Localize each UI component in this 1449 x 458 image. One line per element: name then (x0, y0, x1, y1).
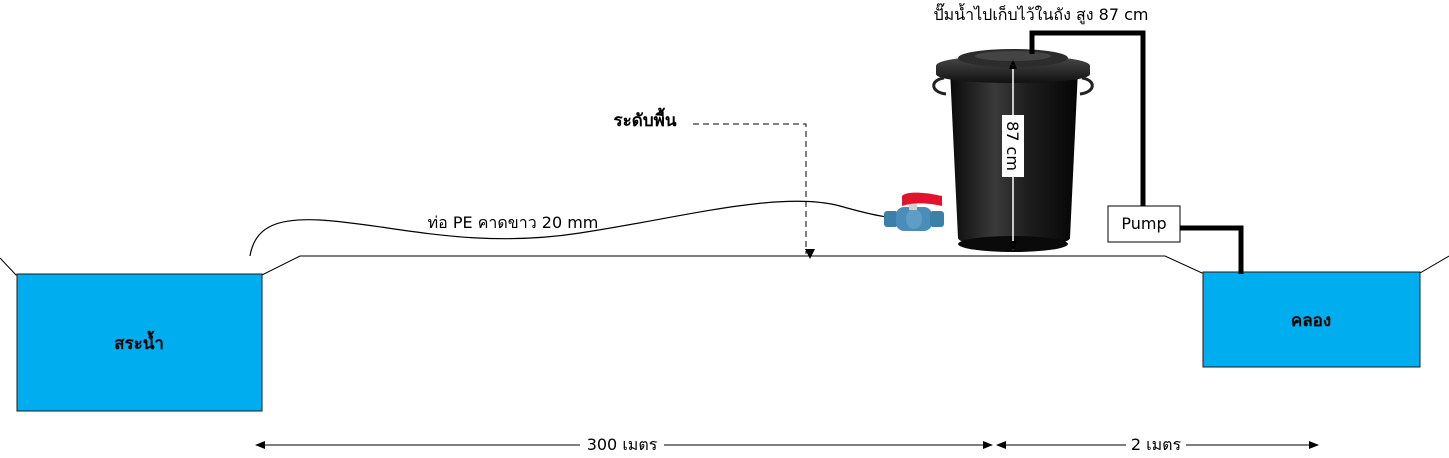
distance-label-300m: 2 เมตร (1131, 435, 1182, 454)
pond-label: สระน้ำ (114, 330, 164, 354)
canal-suction-pipe (1180, 225, 1244, 274)
canal-label: คลอง (1291, 311, 1331, 331)
pond (16, 273, 263, 412)
ball-valve-icon (884, 192, 944, 231)
ground-level-leader (693, 123, 815, 259)
diagram-title: ปั๊มน้ำไปเก็บไว้ในถัง สูง 87 cm (934, 3, 1149, 25)
pe-pipe (249, 200, 893, 257)
tank-inlet-pipe (1029, 30, 1146, 206)
distance-label-1: 300 เมตร (587, 435, 658, 454)
pump-label: Pump (1121, 214, 1166, 233)
canal (1202, 271, 1421, 368)
pump-box (1107, 205, 1181, 243)
ground-level-label: ระดับพื้น (614, 107, 677, 131)
tank-height-label-bg (1002, 115, 1024, 177)
tank-height-label: 87 cm (1003, 121, 1022, 171)
pipe-label: ท่อ PE คาดขาว 20 mm (428, 213, 599, 232)
